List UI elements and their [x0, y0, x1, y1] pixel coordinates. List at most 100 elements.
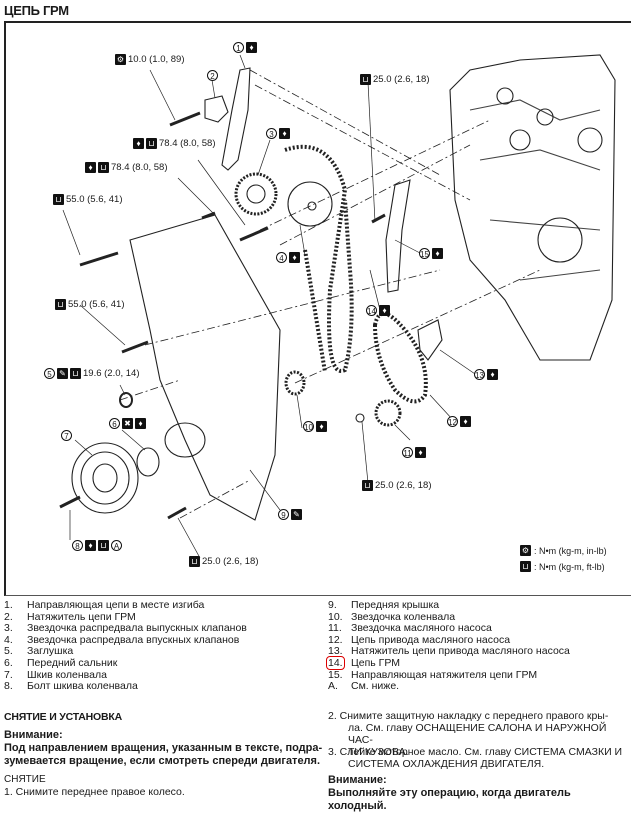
callout-2: 2 [207, 70, 218, 81]
step-1: 1. Снимите переднее правое колесо. [4, 786, 185, 798]
torque-in-lb-icon: ⚙ [520, 545, 531, 556]
callout-10-group: 10 ♦ [303, 421, 327, 432]
oil-can-icon: ♦ [415, 447, 426, 458]
warning-2: Внимание: Выполняйте эту операцию, когда… [328, 774, 571, 812]
callout-7-group: 7 [61, 430, 72, 441]
callout-9-group: 9 ✎ [278, 509, 302, 520]
list-item-highlighted: 14.Цепь ГРМ [326, 655, 400, 670]
callout-3: 3 [266, 128, 277, 139]
oil-pump-chain-tensioner-13 [417, 319, 443, 361]
oil-can-icon: ♦ [432, 248, 443, 259]
callout-13: 13 [474, 369, 485, 380]
list-item: 6.Передний сальник [4, 656, 118, 669]
oil-can-icon: ♦ [135, 418, 146, 429]
list-item: 5.Заглушка [4, 645, 74, 658]
callout-9: 9 [278, 509, 289, 520]
oil-can-icon: ♦ [85, 540, 96, 551]
callout-5: 5 [44, 368, 55, 379]
camshaft-sprocket-intake [287, 181, 333, 227]
torque-label: ⊔ 25.0 (2.6, 18) [360, 74, 430, 85]
list-item: 1.Направляющая цепи в месте изгиба [4, 599, 205, 611]
callout-14-group: 14 ♦ [366, 305, 390, 316]
list-item: A.См. ниже. [328, 680, 400, 693]
callout-15-group: 15 ♦ [419, 248, 443, 259]
list-item: 8.Болт шкива коленвала [4, 680, 138, 693]
sealant-icon: ✎ [57, 368, 68, 379]
callout-4: 4 [276, 252, 287, 263]
legend-in-lb: ⚙ : N•m (kg-m, in-lb) [520, 545, 607, 556]
oil-can-icon: ♦ [133, 138, 144, 149]
timing-chain-diagram [59, 54, 616, 559]
list-item: 9.Передняя крышка [328, 599, 440, 611]
list-item: 4.Звездочка распредвала впускных клапано… [4, 633, 240, 646]
oil-can-icon: ♦ [316, 421, 327, 432]
do-not-reuse-icon: ✖ [122, 418, 133, 429]
parts-list-left: 1.Направляющая цепи в месте изгиба 2.Нат… [4, 599, 247, 693]
torque-label: ⊔ 55.0 (5.6, 41) [55, 299, 125, 310]
callout-14: 14 [366, 305, 377, 316]
oil-can-icon: ♦ [289, 252, 300, 263]
torque-label: ⊔ 25.0 (2.6, 18) [362, 480, 432, 491]
warning-1: Внимание: Под направлением вращения, ука… [4, 729, 323, 767]
torque-in-lb-icon: ⚙ [115, 54, 126, 65]
oil-can-icon: ♦ [85, 162, 96, 173]
callout-15: 15 [419, 248, 430, 259]
torque-ft-lb-icon: ⊔ [98, 540, 109, 551]
callout-4-group: 4 ♦ [276, 252, 300, 263]
list-item: 7.Шкив коленвала [4, 668, 107, 681]
oil-pump-chain-12 [372, 311, 428, 404]
torque-label: ♦ ⊔ 78.4 (8.0, 58) [133, 138, 216, 149]
torque-ft-lb-icon: ⊔ [360, 74, 371, 85]
callout-1: 1 [233, 42, 244, 53]
callout-7: 7 [61, 430, 72, 441]
list-item: 13.Натяжитель цепи привода масляного нас… [328, 645, 570, 658]
torque-label: ⚙ 10.0 (1.0, 89) [115, 54, 185, 65]
step-2: 2. Снимите защитную накладку с переднего… [328, 710, 609, 758]
torque-ft-lb-icon: ⊔ [520, 561, 531, 572]
chain-tensioner-2 [204, 95, 229, 123]
callout-8: 8 [72, 540, 83, 551]
torque-ft-lb-icon: ⊔ [189, 556, 200, 567]
tensioner-guide-15 [385, 179, 411, 293]
list-item: 11.Звездочка масляного насоса [328, 622, 492, 635]
camshaft-sprocket-exhaust [234, 172, 278, 216]
callout-8-group: 8 ♦ ⊔ A [72, 540, 122, 551]
callout-13-group: 13 ♦ [474, 369, 498, 380]
torque-ft-lb-icon: ⊔ [53, 194, 64, 205]
callout-A: A [111, 540, 122, 551]
engine-block [449, 54, 616, 361]
sealant-icon: ✎ [291, 509, 302, 520]
front-seal [136, 447, 160, 477]
diagram-frame [4, 21, 631, 596]
legend-ft-lb: ⊔ : N•m (kg-m, ft-lb) [520, 561, 605, 572]
callout-6-group: 6 ✖ ♦ [109, 418, 146, 429]
list-item: 2.Натяжитель цепи ГРМ [4, 610, 136, 623]
torque-ft-lb-icon: ⊔ [55, 299, 66, 310]
oil-can-icon: ♦ [460, 416, 471, 427]
oil-can-icon: ♦ [379, 305, 390, 316]
highlight-circle: 14. [326, 655, 345, 670]
callout-12: 12 [447, 416, 458, 427]
torque-label: ♦ ⊔ 78.4 (8.0, 58) [85, 162, 168, 173]
oil-can-icon: ♦ [487, 369, 498, 380]
torque-ft-lb-icon: ⊔ [362, 480, 373, 491]
torque-label: ⊔ 25.0 (2.6, 18) [189, 556, 259, 567]
callout-1-group: 1 ♦ [233, 42, 257, 53]
list-item: 3.Звездочка распредвала выпускных клапан… [4, 622, 247, 635]
crankshaft-sprocket [284, 370, 306, 396]
torque-label: ⊔ 55.0 (5.6, 41) [53, 194, 123, 205]
list-item: 12.Цепь привода масляного насоса [328, 633, 511, 646]
torque-ft-lb-icon: ⊔ [70, 368, 81, 379]
torque-label-5: 5 ✎ ⊔ 19.6 (2.0, 14) [44, 368, 140, 379]
list-item: 15.Направляющая натяжителя цепи ГРМ [328, 668, 538, 681]
torque-ft-lb-icon: ⊔ [146, 138, 157, 149]
callout-12-group: 12 ♦ [447, 416, 471, 427]
front-cover-9 [129, 214, 281, 521]
oil-can-icon: ♦ [279, 128, 290, 139]
oil-pump-sprocket [374, 399, 402, 427]
callout-6: 6 [109, 418, 120, 429]
callout-2-group: 2 [207, 70, 218, 81]
timing-chain-14 [284, 144, 354, 373]
chain-guide-1 [221, 67, 251, 171]
plug-5 [119, 392, 133, 408]
